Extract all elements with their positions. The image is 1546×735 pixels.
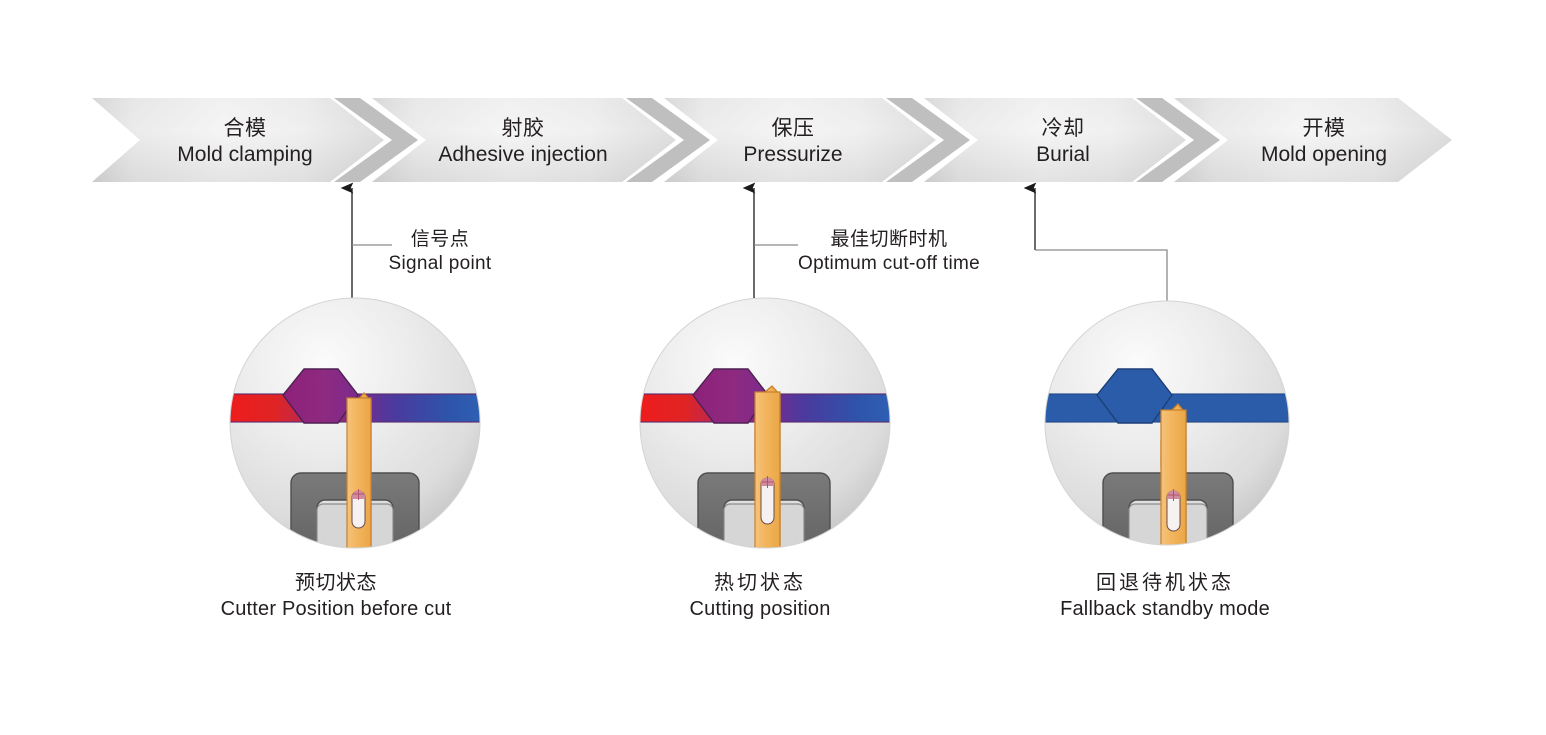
annotation-leader-3 [1035,249,1168,305]
gate-hexagon-3 [1096,368,1173,424]
process-banner [92,98,1452,182]
illustration-fallback [1044,300,1290,546]
illustration-cutting [639,297,891,549]
blade-shaft-1 [346,397,372,548]
banner-divider-4 [1136,98,1220,182]
banner-divider-1 [334,98,418,182]
banner-divider-2 [626,98,710,182]
gate-hexagon-1 [282,368,359,424]
illustration-before-cut [229,297,481,549]
blade-shaft-3 [1160,409,1187,545]
annotation-leaders [340,182,1168,305]
gate-hexagon-2 [692,368,769,424]
banner-divider-3 [886,98,970,182]
